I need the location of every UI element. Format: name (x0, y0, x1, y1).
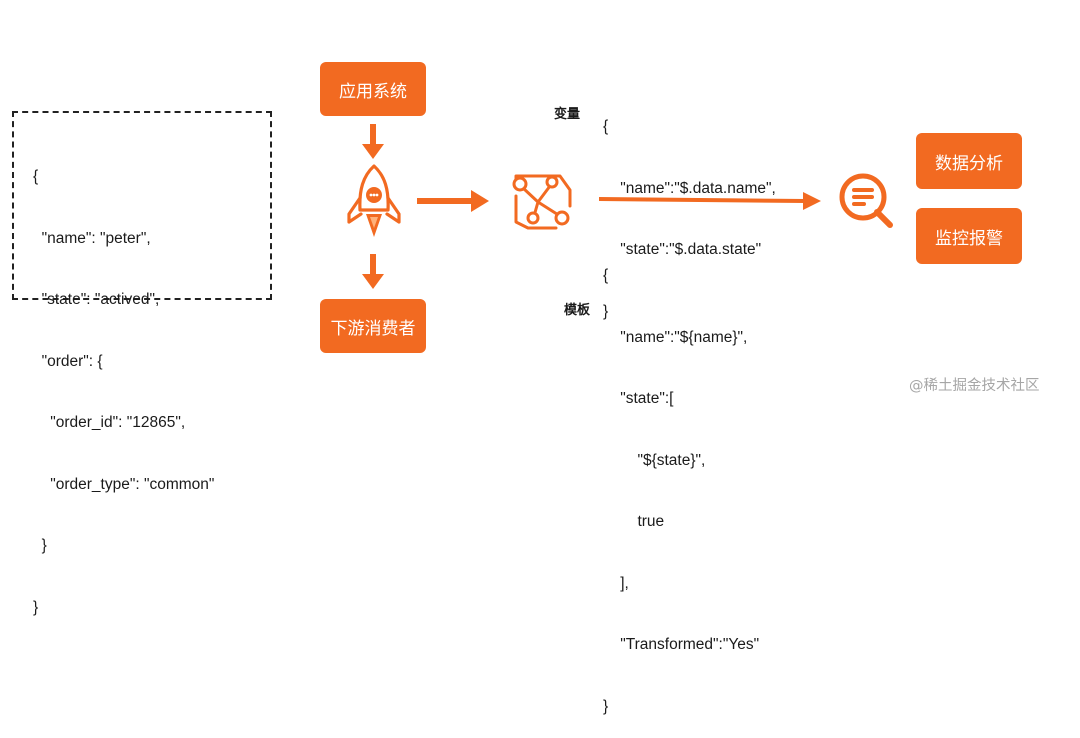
code-line: { (603, 267, 609, 284)
code-line: "order": { (33, 352, 103, 370)
source-event-json: { "name": "peter", "state": "actived", "… (33, 126, 214, 639)
code-line: "name":"$.data.name", (603, 179, 776, 197)
template-label: 模板 (564, 303, 591, 318)
code-line: "state":[ (603, 390, 674, 407)
code-line: true (603, 513, 665, 530)
code-line: } (33, 598, 39, 616)
code-line: "name": "peter", (33, 229, 151, 247)
code-line: } (603, 302, 609, 320)
analytics-search-icon (839, 173, 893, 228)
source-event-box (12, 111, 272, 300)
rocket-icon (347, 164, 401, 237)
code-line: "state": "actived", (33, 291, 160, 308)
code-line: } (603, 697, 609, 715)
app-system-node: 应用系统 (320, 62, 426, 116)
code-line: "name":"${name}", (603, 328, 748, 346)
code-line: "${state}", (603, 451, 706, 469)
watermark: @稀土掘金技术社区 (909, 378, 1040, 394)
code-line: "Transformed":"Yes" (603, 636, 760, 653)
variables-code: { "name":"$.data.name", "state":"$.data.… (603, 76, 776, 343)
arrow-down-bottom (362, 254, 384, 289)
variables-label: 变量 (554, 107, 581, 122)
code-line: "order_type": "common" (33, 475, 215, 493)
downstream-consumer-node: 下游消费者 (320, 299, 426, 353)
arrow-to-analytics (599, 192, 821, 210)
code-line: } (33, 537, 47, 554)
arrow-to-bridge (417, 190, 489, 212)
code-line: ], (603, 574, 629, 592)
code-line: "order_id": "12865", (33, 414, 186, 431)
template-code: { "name":"${name}", "state":[ "${state}"… (603, 225, 759, 738)
arrow-down-top (362, 124, 384, 159)
code-line: { (603, 118, 609, 135)
monitor-alert-node: 监控报警 (916, 208, 1022, 264)
code-line: { (33, 168, 39, 185)
data-analysis-node: 数据分析 (916, 133, 1022, 189)
code-line: "state":"$.data.state" (603, 241, 762, 258)
event-bridge-icon (512, 174, 572, 230)
